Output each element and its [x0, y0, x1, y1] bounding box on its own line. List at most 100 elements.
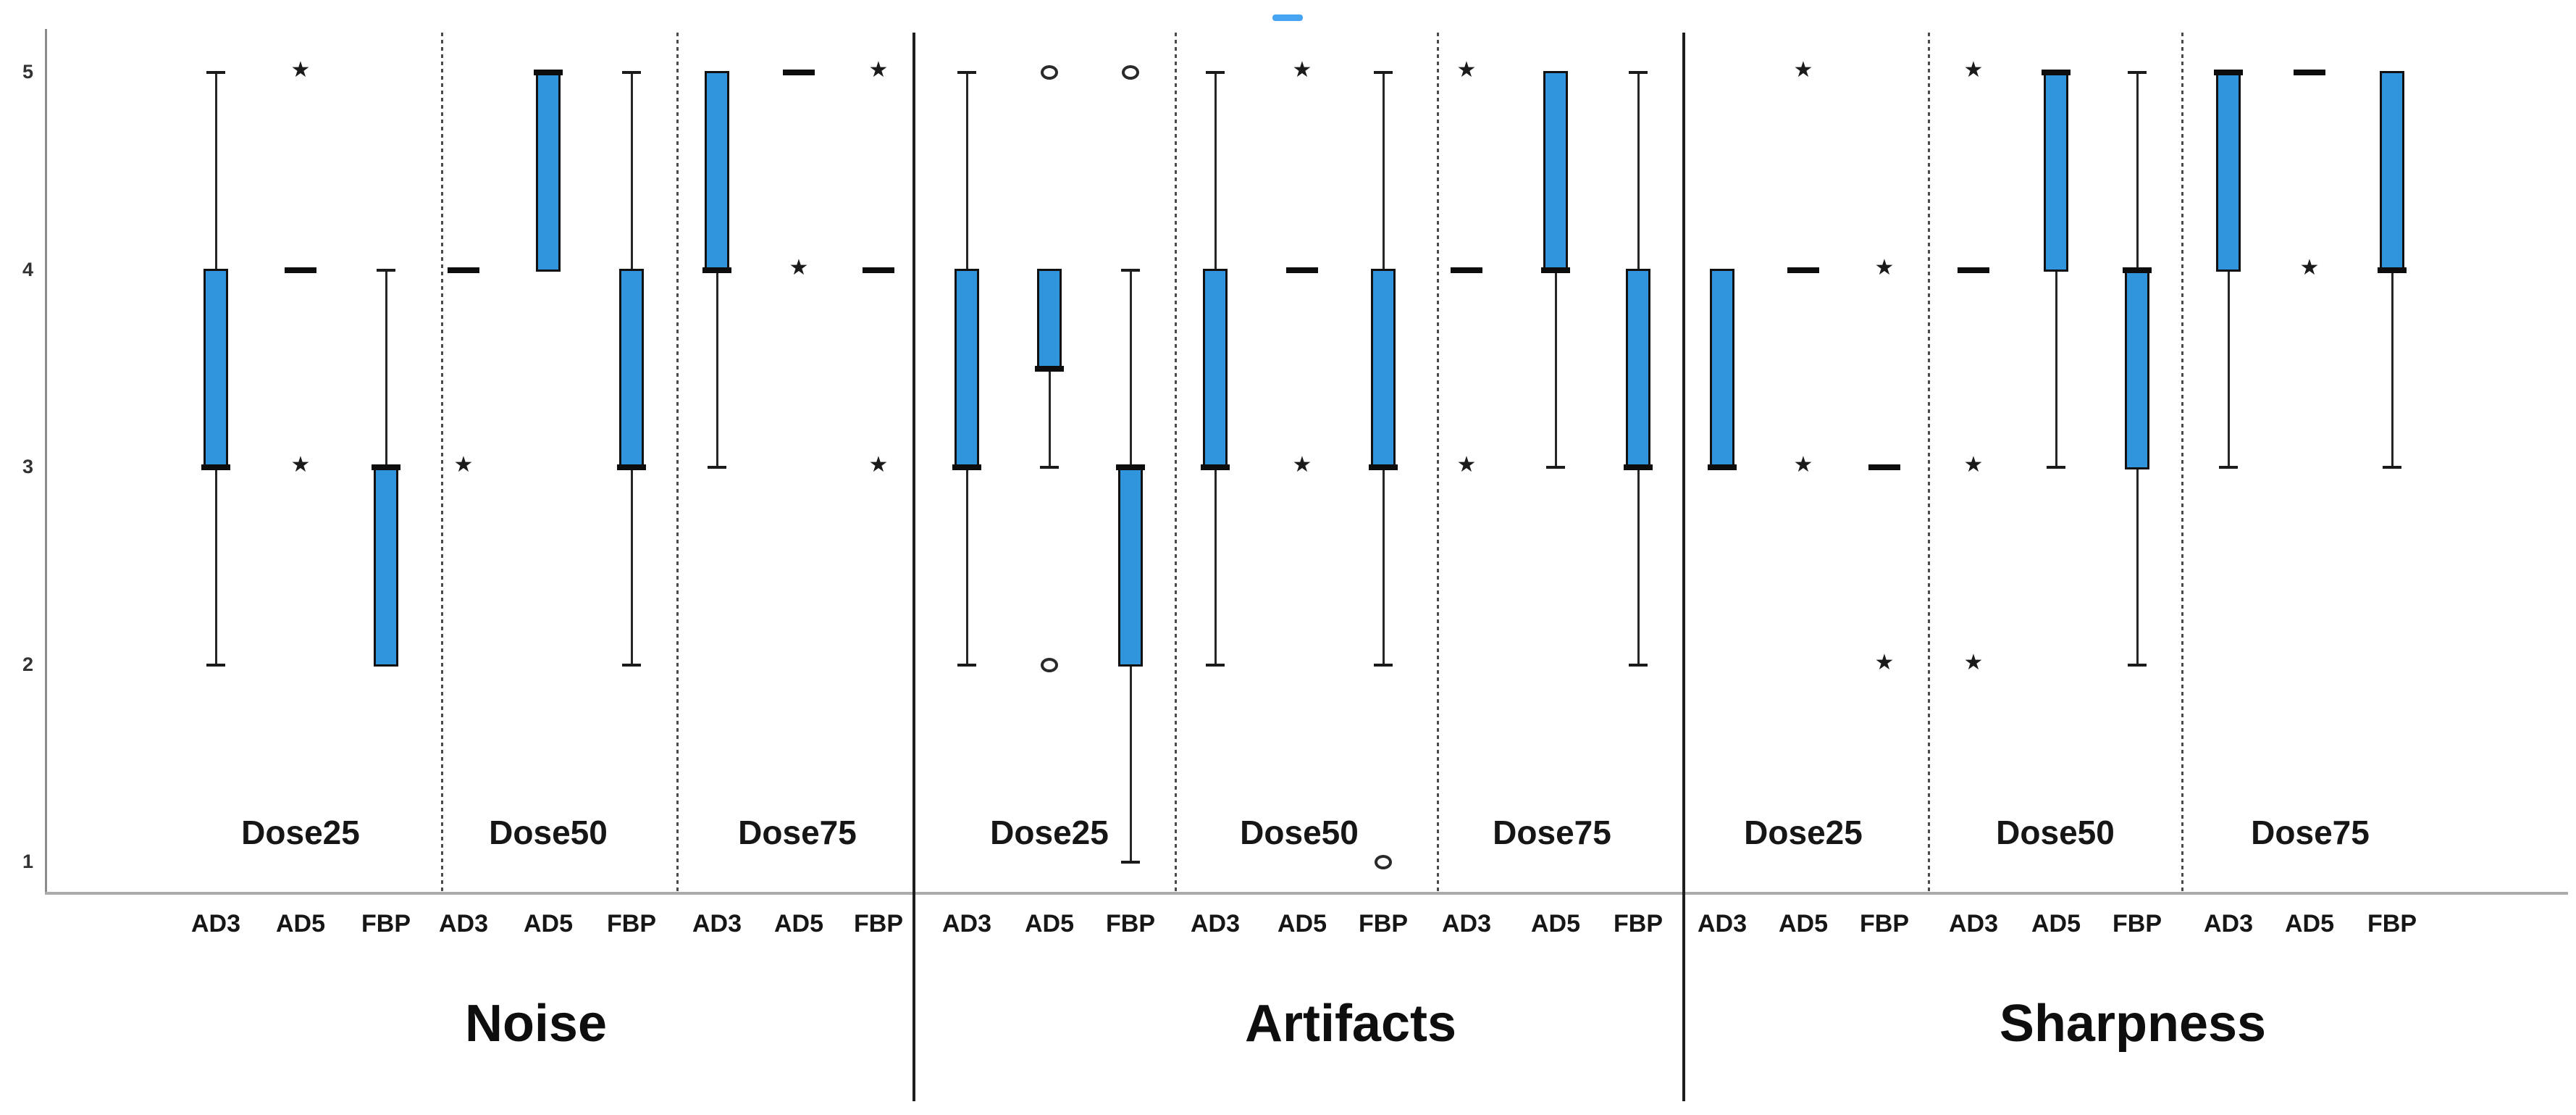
method-label: AD5 [1530, 910, 1581, 937]
lower-whisker-cap [2047, 466, 2065, 469]
median-line [1035, 366, 1064, 372]
upper-whisker-cap [622, 71, 641, 74]
lower-whisker [1555, 270, 1557, 468]
extreme-outlier-star: ★ [1963, 453, 1984, 477]
dose-label: Dose50 [489, 814, 608, 851]
median-line [372, 464, 400, 470]
upper-whisker-cap [2128, 71, 2147, 74]
upper-whisker-cap [957, 71, 976, 74]
upper-whisker [966, 72, 968, 270]
upper-whisker-cap [1206, 71, 1225, 74]
upper-whisker [2136, 72, 2139, 270]
median-dash [783, 70, 815, 75]
median-line [617, 464, 646, 470]
mild-outlier-circle [1041, 658, 1058, 672]
lower-whisker [215, 467, 217, 665]
dose-label: Dose75 [738, 814, 857, 851]
mild-outlier-circle [1122, 65, 1139, 80]
y-tick-label: 5 [22, 61, 33, 83]
extreme-outlier-star: ★ [1456, 58, 1477, 82]
lower-whisker [2228, 270, 2230, 468]
method-label: AD3 [941, 910, 992, 937]
median-line [1201, 464, 1230, 470]
method-label: AD3 [692, 910, 742, 937]
median-dash [285, 267, 316, 273]
box [955, 269, 979, 469]
stray-blue-dash [1272, 14, 1303, 21]
upper-whisker [1130, 270, 1132, 468]
lower-whisker-cap [1206, 664, 1225, 667]
group-label: Sharpness [1999, 995, 2267, 1053]
lower-whisker [1049, 369, 1051, 467]
box [2044, 71, 2068, 272]
upper-whisker-cap [1121, 269, 1140, 272]
method-label: AD3 [2203, 910, 2254, 937]
method-label: FBP [1614, 910, 1663, 937]
median-dash [863, 267, 894, 273]
method-label: FBP [2367, 910, 2417, 937]
dose-label: Dose25 [990, 814, 1109, 851]
method-label: AD5 [1277, 910, 1327, 937]
mild-outlier-circle [1041, 65, 1058, 80]
lower-whisker-cap [622, 664, 641, 667]
method-label: AD3 [1697, 910, 1748, 937]
upper-whisker [631, 72, 633, 270]
lower-whisker-cap [1629, 664, 1648, 667]
upper-whisker [1214, 72, 1217, 270]
extreme-outlier-star: ★ [1874, 256, 1895, 280]
box [705, 71, 729, 272]
lower-whisker [1383, 467, 1385, 665]
method-label: AD3 [1948, 910, 1999, 937]
method-label: FBP [1860, 910, 1909, 937]
group-divider [912, 33, 915, 1101]
method-label: FBP [1359, 910, 1408, 937]
method-label: FBP [607, 910, 656, 937]
group-divider [1682, 33, 1685, 1101]
dose-divider [1437, 33, 1439, 892]
y-tick-label: 2 [22, 653, 33, 675]
upper-whisker-cap [206, 71, 225, 74]
extreme-outlier-star: ★ [1793, 58, 1813, 82]
extreme-outlier-star: ★ [789, 256, 809, 280]
lower-whisker-cap [1040, 466, 1059, 469]
upper-whisker [215, 72, 217, 270]
median-dash [448, 267, 479, 273]
lower-whisker [1130, 665, 1132, 863]
lower-whisker [966, 467, 968, 665]
extreme-outlier-star: ★ [2299, 256, 2320, 280]
median-line [2378, 267, 2407, 273]
lower-whisker-cap [957, 664, 976, 667]
box [374, 466, 398, 667]
lower-whisker-cap [1546, 466, 1565, 469]
median-line [1116, 464, 1145, 470]
lower-whisker-cap [708, 466, 726, 469]
median-dash [1958, 267, 1989, 273]
lower-whisker-cap [206, 664, 225, 667]
method-label: AD5 [2284, 910, 2335, 937]
extreme-outlier-star: ★ [868, 58, 889, 82]
y-tick-label: 3 [22, 456, 33, 477]
method-label: FBP [2113, 910, 2162, 937]
lower-whisker [2055, 270, 2057, 468]
box [1203, 269, 1228, 469]
method-label: FBP [1106, 910, 1155, 937]
extreme-outlier-star: ★ [1963, 58, 1984, 82]
group-label: Artifacts [1244, 995, 1457, 1053]
method-label: AD3 [438, 910, 489, 937]
method-label: AD5 [275, 910, 326, 937]
dose-label: Dose25 [1744, 814, 1863, 851]
upper-whisker [1637, 72, 1640, 270]
box [2380, 71, 2404, 272]
dose-divider [1175, 33, 1177, 892]
extreme-outlier-star: ★ [1456, 453, 1477, 477]
mild-outlier-circle [1375, 855, 1392, 869]
median-line [702, 267, 731, 273]
x-axis-line [45, 892, 2568, 895]
extreme-outlier-star: ★ [1963, 651, 1984, 675]
dose-label: Dose25 [241, 814, 360, 851]
extreme-outlier-star: ★ [453, 453, 474, 477]
y-tick-label: 1 [22, 851, 33, 872]
median-line [2042, 70, 2071, 75]
box [1037, 269, 1062, 370]
box [1543, 71, 1568, 272]
